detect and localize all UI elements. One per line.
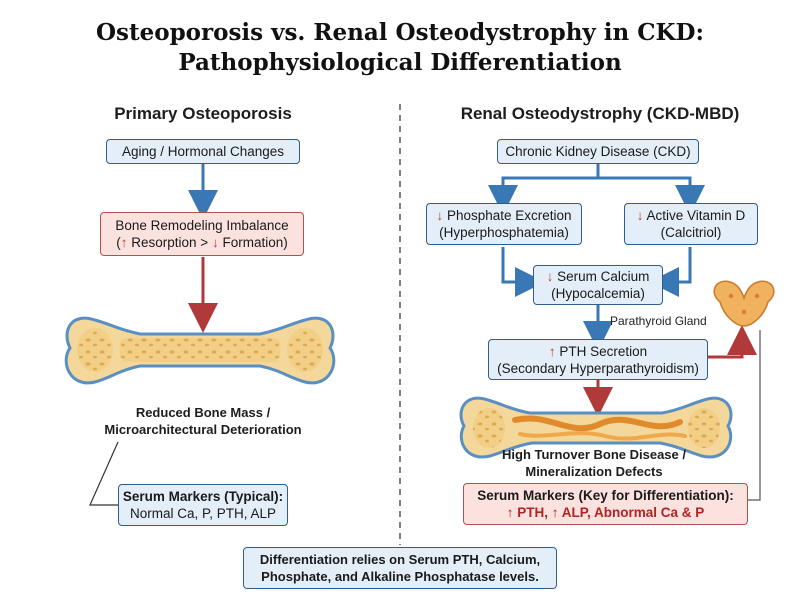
right-arrow-ckd-left [488,163,600,215]
right-box-ckd-label: Chronic Kidney Disease (CKD) [505,144,691,159]
left-box-remodeling: Bone Remodeling Imbalance (↑ Resorption … [100,212,304,256]
left-bone-illustration [64,316,336,385]
right-arrow-vitd-ca [649,247,692,297]
right-arrow-ckd-right [598,176,705,215]
up-arrow-icon: ↑ [120,235,128,250]
down-arrow-icon: ↓ [636,208,644,223]
page-title: Osteoporosis vs. Renal Osteodystrophy in… [0,18,800,78]
right-feedback-line [748,330,761,501]
right-column-heading: Renal Osteodystrophy (CKD-MBD) [460,104,740,123]
right-box-calcium: ↓ Serum Calcium (Hypocalcemia) [533,265,663,305]
right-box-phosphate: ↓ Phosphate Excretion (Hyperphosphatemia… [426,203,582,245]
right-arrow-pth-gland [708,325,757,359]
down-arrow-icon: ↓ [211,235,219,250]
left-markers-title: Serum Markers (Typical): [122,489,284,504]
left-column-heading: Primary Osteoporosis [114,104,292,123]
up-arrow-icon: ↑ [506,505,514,520]
right-arrow-phos-ca [501,247,545,297]
title-line-1: Osteoporosis vs. Renal Osteodystrophy in… [96,19,704,46]
right-bone-illustration [459,396,733,459]
right-box-markers: Serum Markers (Key for Differentiation):… [463,483,748,525]
down-arrow-icon: ↓ [546,269,554,284]
left-box-markers: Serum Markers (Typical): Normal Ca, P, P… [118,484,288,526]
right-markers-title: Serum Markers (Key for Differentiation): [477,488,734,503]
left-markers-text: Normal Ca, P, PTH, ALP [129,506,277,521]
right-bone-caption: High Turnover Bone Disease / Mineralizat… [502,447,686,479]
left-box-remodeling-sub: (↑ Resorption > ↓ Formation) [116,235,288,250]
down-arrow-icon: ↓ [436,208,444,223]
parathyroid-label: Parathyroid Gland [610,314,707,328]
left-bracket [89,441,119,506]
left-box-aging: Aging / Hormonal Changes [106,139,300,164]
footer-line-1: Differentiation relies on Serum PTH, Cal… [259,552,541,567]
right-markers-text: ↑ PTH, ↑ ALP, Abnormal Ca & P [506,505,705,520]
left-box-remodeling-title: Bone Remodeling Imbalance [115,218,289,233]
right-box-ckd: Chronic Kidney Disease (CKD) [497,139,699,164]
up-arrow-icon: ↑ [551,505,559,520]
left-bone-caption: Reduced Bone Mass / Microarchitectural D… [104,405,302,437]
up-arrow-icon: ↑ [548,343,556,359]
left-box-aging-label: Aging / Hormonal Changes [121,144,285,159]
right-box-pth: ↑ PTH Secretion (Secondary Hyperparathyr… [488,339,708,380]
parathyroid-gland-icon [713,280,775,327]
footer-summary-box: Differentiation relies on Serum PTH, Cal… [243,547,557,589]
footer-line-2: Phosphate, and Alkaline Phosphatase leve… [261,569,539,584]
right-box-vitamin-d: ↓ Active Vitamin D (Calcitriol) [624,203,758,245]
title-line-2: Pathophysiological Differentiation [178,49,622,76]
